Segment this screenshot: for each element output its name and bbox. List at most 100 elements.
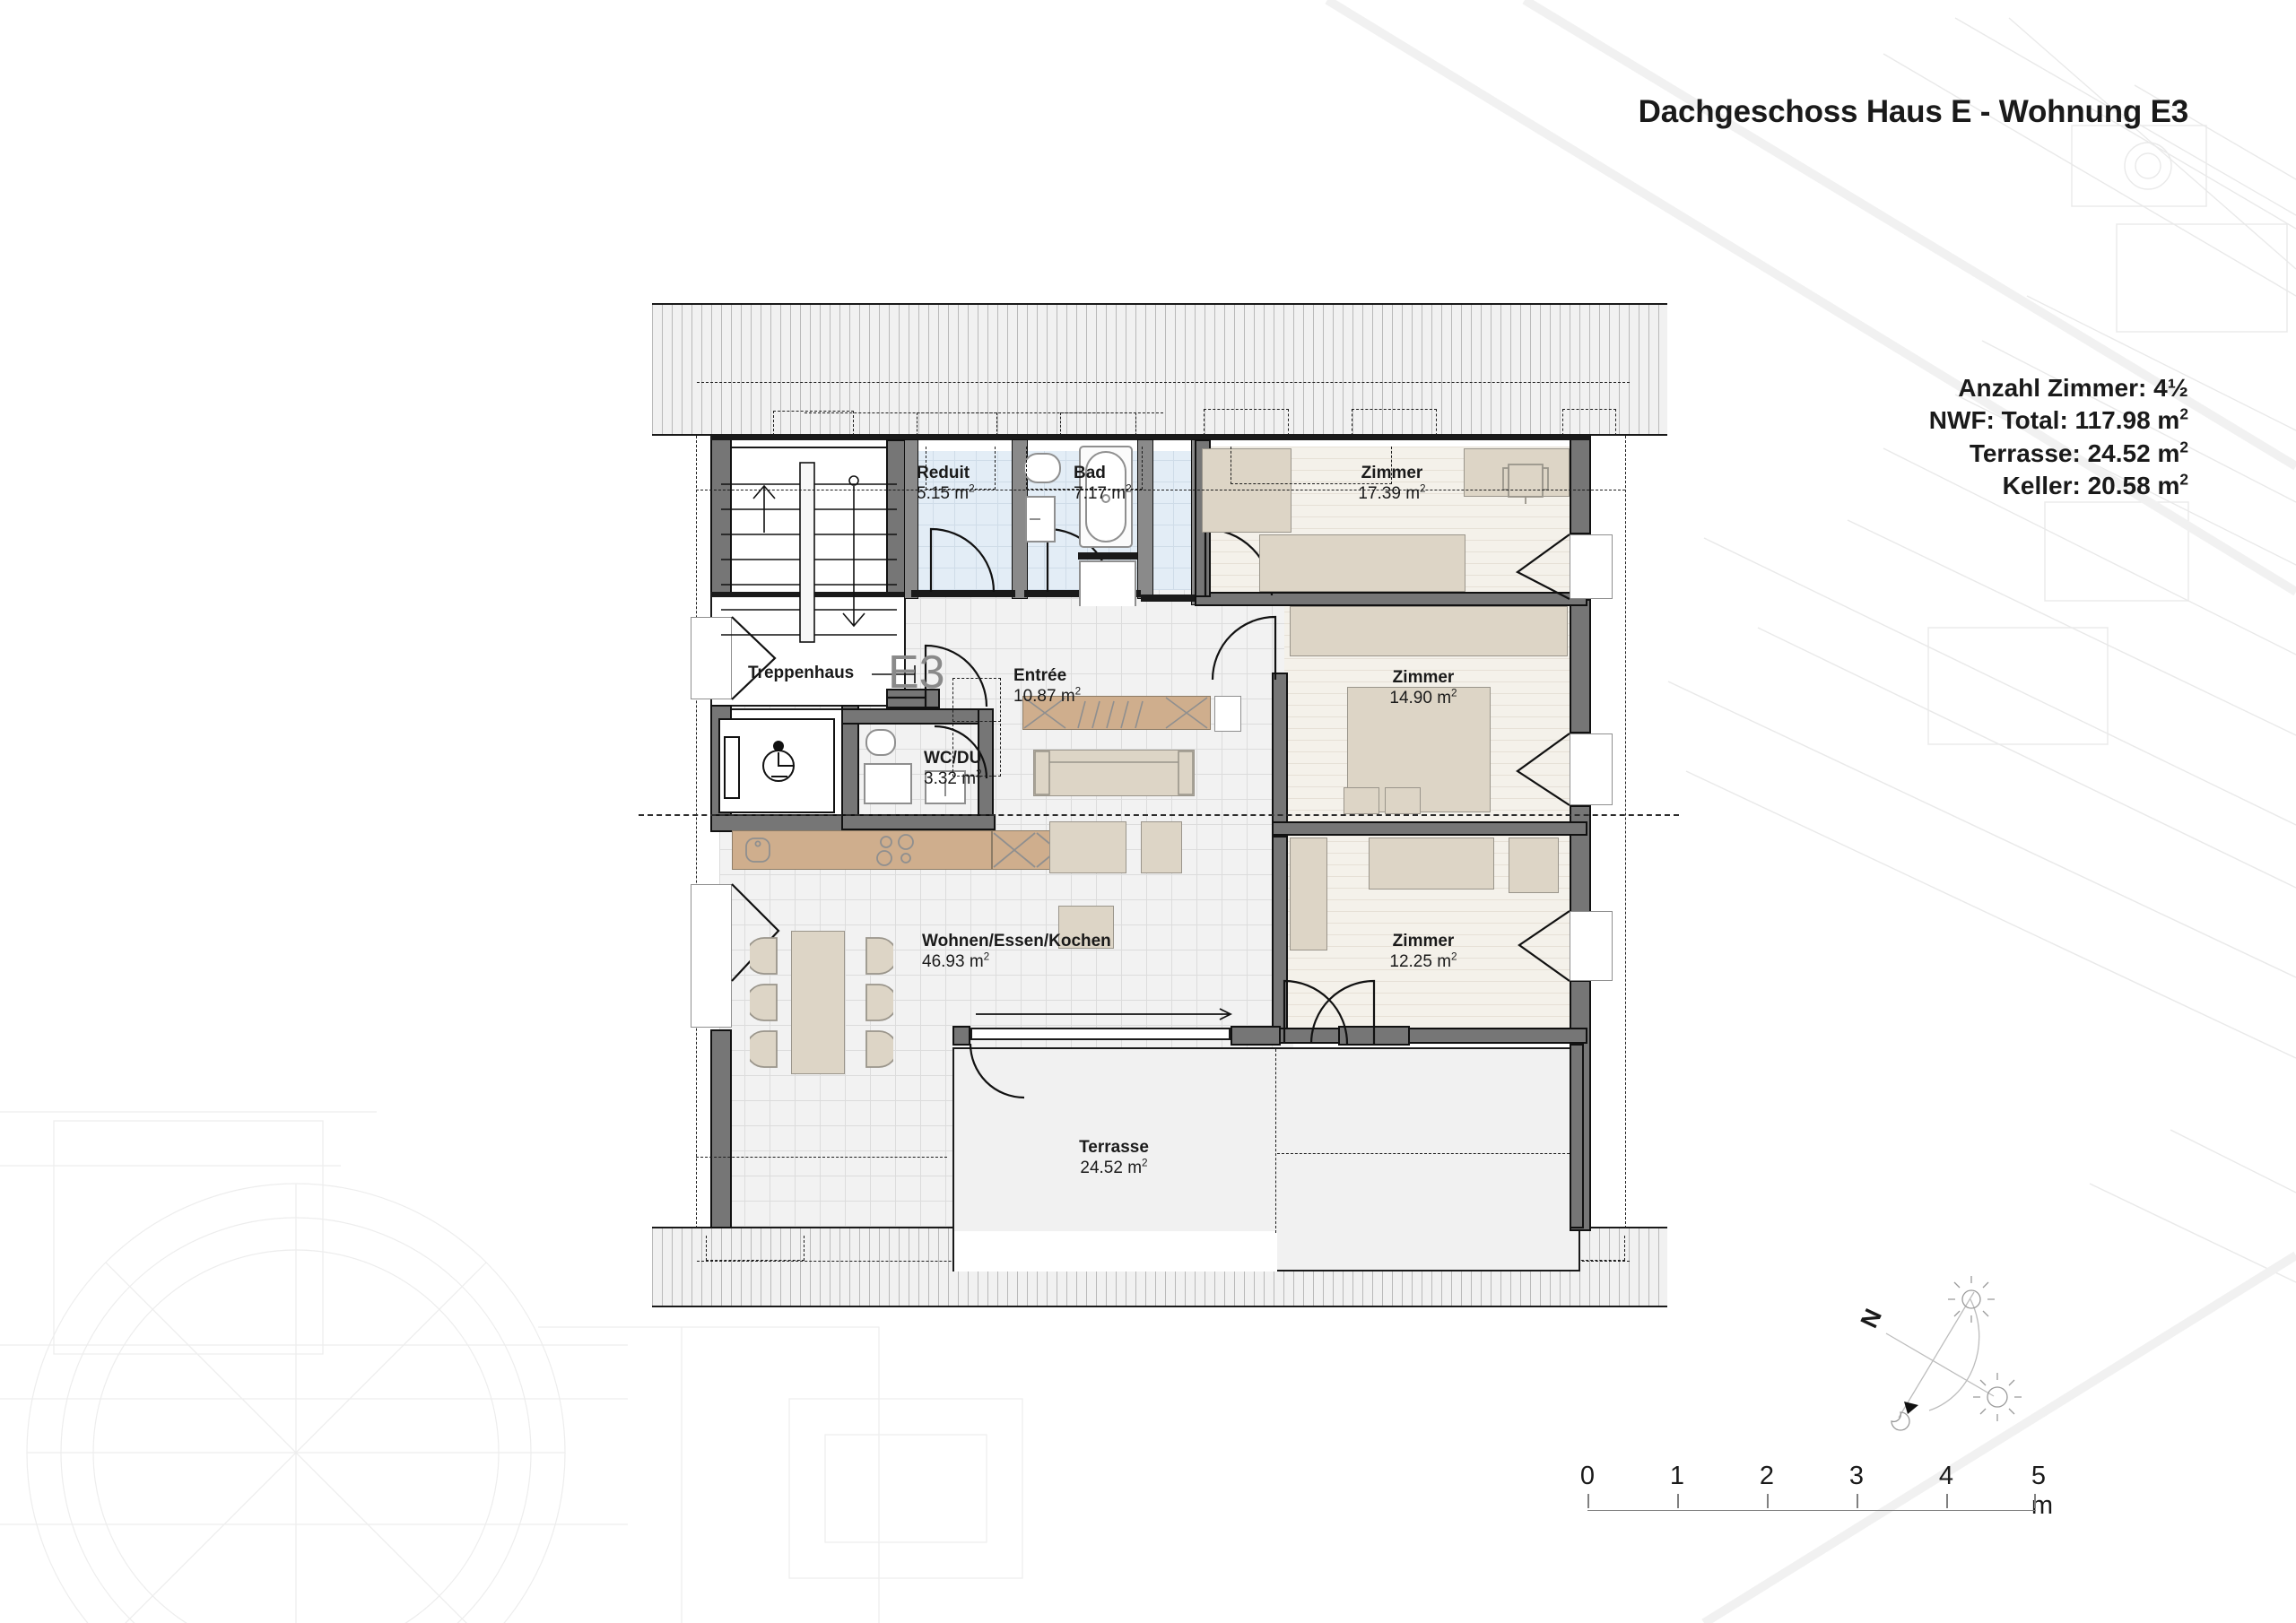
floor-reduit-tiles <box>911 451 1017 590</box>
room-name-zimmer2: Zimmer <box>1392 668 1455 687</box>
zimmer2-nightstand-2 <box>1385 787 1421 814</box>
sofa-back <box>1034 751 1194 795</box>
wall-reduit-bottom <box>911 590 1015 597</box>
room-name-entree: Entrée <box>1013 666 1067 685</box>
entree-closet-dash <box>952 678 1001 777</box>
zimmer3-wardrobe <box>1290 838 1327 950</box>
room-name-zimmer3: Zimmer <box>1392 932 1455 950</box>
kitchen-fittings <box>745 832 1078 868</box>
scale-tick-2: 2 <box>1759 1462 1775 1490</box>
dining-table <box>791 931 845 1074</box>
wall-shower-bottom <box>1141 595 1211 602</box>
wall-terrasse-right <box>1338 1026 1410 1046</box>
info-nwf: NWF: Total: 117.98 m2 <box>1928 405 2188 435</box>
roof-dormer-dash-5 <box>1352 409 1437 436</box>
fridge <box>1214 696 1241 732</box>
scale-numbers: 0 1 2 3 4 5 m <box>1580 1462 2053 1520</box>
wall-wcdu-bottom <box>841 814 996 830</box>
scale-tick-1: 1 <box>1669 1462 1685 1490</box>
side-table <box>1141 821 1182 873</box>
info-rooms: Anzahl Zimmer: 4½ <box>1958 374 2188 402</box>
room-label-entree: Entrée 10.87 m2 <box>1013 665 1081 707</box>
wall-terrasse-mid <box>1231 1026 1281 1046</box>
entree-closet-dash-mid <box>952 721 1001 722</box>
room-area-zimmer2: 14.90 m2 <box>1389 687 1457 708</box>
wall-zimmer2-bottom <box>1272 821 1587 836</box>
wall-wcdu-left <box>841 708 859 830</box>
window-right-2 <box>1570 733 1613 805</box>
info-terrace: Terrasse: 24.52 m2 <box>1969 438 2188 467</box>
room-area-terrasse: 24.52 m2 <box>1080 1157 1148 1178</box>
compass-sun-path: N <box>1843 1251 2067 1439</box>
room-area-wohnen: 46.93 m2 <box>922 950 990 972</box>
room-name-wohnen: Wohnen/Essen/Kochen <box>922 932 1111 950</box>
armchair <box>1058 906 1114 949</box>
scale-tick-3: 3 <box>1848 1462 1865 1490</box>
wall-right-outer-2 <box>1570 599 1591 733</box>
window-left-1 <box>691 617 732 699</box>
room-label-bad: Bad 7.17 m2 <box>1074 463 1132 504</box>
wall-right-outer-1 <box>1570 436 1591 534</box>
section-axis-line <box>639 814 1679 816</box>
apartment-tag: E3 <box>888 647 945 699</box>
room-area-zimmer1: 17.39 m2 <box>1358 482 1426 504</box>
sofa <box>1033 750 1195 796</box>
building-boundary-right <box>1625 436 1626 1228</box>
shower-divider <box>1078 552 1137 560</box>
zimmer2-nightstand-1 <box>1344 787 1379 814</box>
staircase-icon <box>721 462 897 643</box>
wall-zimmer3-bottom <box>1272 1028 1587 1044</box>
roof-dormer-dash-2 <box>917 412 997 436</box>
coffee-table <box>1049 821 1126 873</box>
scale-bar-line <box>1587 1494 2036 1511</box>
room-name-bad: Bad <box>1074 464 1106 482</box>
roof-dormer-dash-1 <box>773 411 854 436</box>
dining-chairs <box>750 937 893 1068</box>
stairwell-leader-line <box>872 665 916 683</box>
room-label-reduit: Reduit 5.15 m2 <box>917 463 975 504</box>
roof-dormer-dash-6 <box>1562 409 1616 436</box>
terrasse-split-dash <box>1275 1049 1276 1233</box>
wall-top-outer <box>710 436 1591 440</box>
room-area-zimmer3: 12.25 m2 <box>1389 950 1457 972</box>
roof-dash-bottom-1 <box>706 1236 804 1261</box>
room-label-zimmer2: Zimmer 14.90 m2 <box>1389 667 1457 708</box>
room-name-reduit: Reduit <box>917 464 970 482</box>
zimmer3-desk <box>1509 838 1559 893</box>
apartment-info-block: Anzahl Zimmer: 4½ NWF: Total: 117.98 m2 … <box>1929 372 2188 503</box>
reduit-roof-dash <box>926 447 996 490</box>
window-right-1 <box>1570 534 1613 599</box>
window-left-2 <box>691 884 732 1028</box>
room-label-zimmer3: Zimmer 12.25 m2 <box>1389 931 1457 972</box>
wall-terrasse-edge-right <box>1570 1044 1584 1228</box>
stairwell-label: Treppenhaus <box>748 664 855 682</box>
page-title: Dachgeschoss Haus E - Wohnung E3 <box>1638 94 2189 129</box>
wall-zimmer1-bottom <box>1195 592 1587 606</box>
floor-plan: Reduit 5.15 m2 Bad 7.17 m2 Zimmer 17.39 … <box>639 303 1679 1307</box>
wall-left-outer-4 <box>710 1029 732 1228</box>
room-area-bad: 7.17 m2 <box>1074 482 1132 504</box>
wcdu-fixtures <box>864 729 966 804</box>
room-area-wcdu: 3.32 m2 <box>924 768 982 789</box>
terrasse-dash-h <box>1277 1153 1578 1154</box>
scale-tick-4: 4 <box>1938 1462 1954 1490</box>
zimmer2-shelf <box>1290 606 1568 656</box>
zimmer1-bed <box>1259 534 1465 592</box>
room-label-zimmer1: Zimmer 17.39 m2 <box>1358 463 1425 504</box>
sideboard-hatch <box>1023 697 1208 729</box>
room-area-reduit: 5.15 m2 <box>917 482 975 504</box>
accessible-lift-icon <box>718 718 835 813</box>
wall-left-outer <box>710 436 732 597</box>
room-name-wcdu: WC/DU <box>924 749 982 768</box>
bad-roof-dash <box>1026 447 1143 490</box>
wall-terrasse-sliding-rail <box>970 1028 1231 1040</box>
scale-tick-5: 5 m <box>2031 1462 2054 1520</box>
building-boundary-left <box>696 436 697 1228</box>
wall-zimmer3-left <box>1272 836 1288 1042</box>
window-right-3 <box>1570 911 1613 981</box>
wall-reduit-left <box>904 439 918 599</box>
roof-edge-dash-1 <box>697 382 1630 383</box>
wall-terrasse-top-left <box>952 1026 970 1046</box>
info-cellar: Keller: 20.58 m2 <box>2002 470 2188 500</box>
bathroom-fixtures <box>1023 446 1136 606</box>
